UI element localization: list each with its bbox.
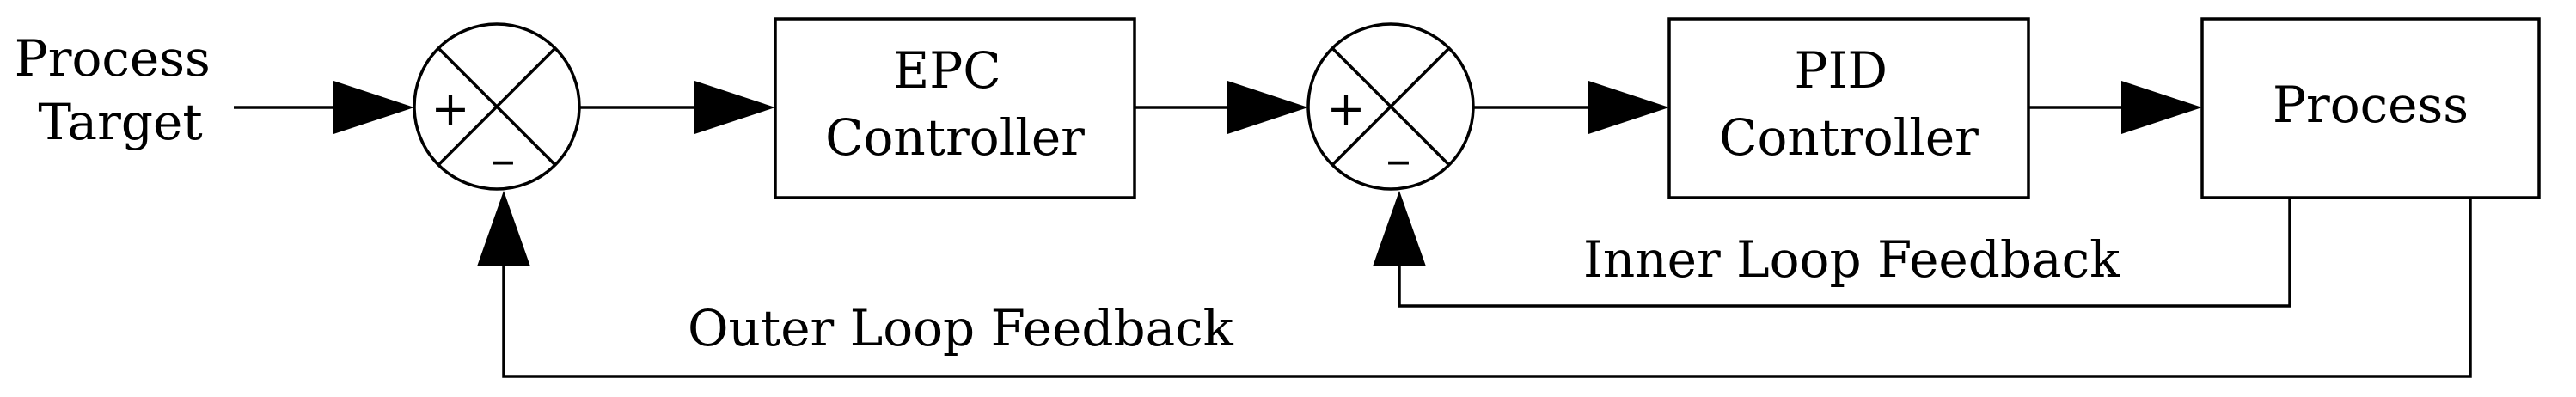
junction-to-epc-arrow-head — [694, 81, 775, 134]
pid-block-label: PID Controller — [1719, 41, 1979, 167]
epc-label-line-2: Controller — [825, 108, 1085, 167]
input-arrow-head — [333, 81, 414, 134]
epc-controller-block: EPC Controller — [774, 17, 1136, 199]
summing-junction-inner: + – — [1306, 22, 1475, 191]
pid-label-line-1: PID — [1795, 41, 1888, 100]
outer-loop-feedback-label: Outer Loop Feedback — [688, 299, 1234, 357]
epc-to-junction-arrow-head — [1227, 81, 1308, 134]
input-label-line-1: Process — [15, 29, 211, 88]
summing-junction-outer: + – — [413, 22, 581, 191]
pid-controller-block: PID Controller — [1667, 17, 2030, 199]
input-label-line-2: Target — [38, 93, 202, 151]
junction-inner-plus-sign: + — [1326, 82, 1365, 136]
inner-loop-feedback-line — [1398, 198, 2291, 308]
pid-label-line-2: Controller — [1719, 108, 1979, 167]
process-block: Process — [2200, 17, 2541, 199]
junction-inner-minus-sign: – — [1386, 130, 1411, 188]
outer-loop-feedback-line — [502, 198, 2472, 378]
process-block-label: Process — [2273, 76, 2469, 134]
inner-loop-feedback-arrow-head — [1373, 191, 1426, 266]
inner-loop-feedback-label: Inner Loop Feedback — [1583, 230, 2120, 289]
junction-outer-plus-sign: + — [431, 82, 469, 136]
epc-block-label: EPC Controller — [825, 41, 1085, 167]
input-label: Process Target — [15, 29, 226, 151]
pid-to-process-arrow-head — [2121, 81, 2202, 134]
junction-to-pid-arrow-head — [1588, 81, 1669, 134]
junction-outer-minus-sign: – — [491, 130, 516, 188]
outer-loop-feedback-arrow-head — [477, 191, 530, 266]
epc-label-line-1: EPC — [893, 41, 1001, 100]
